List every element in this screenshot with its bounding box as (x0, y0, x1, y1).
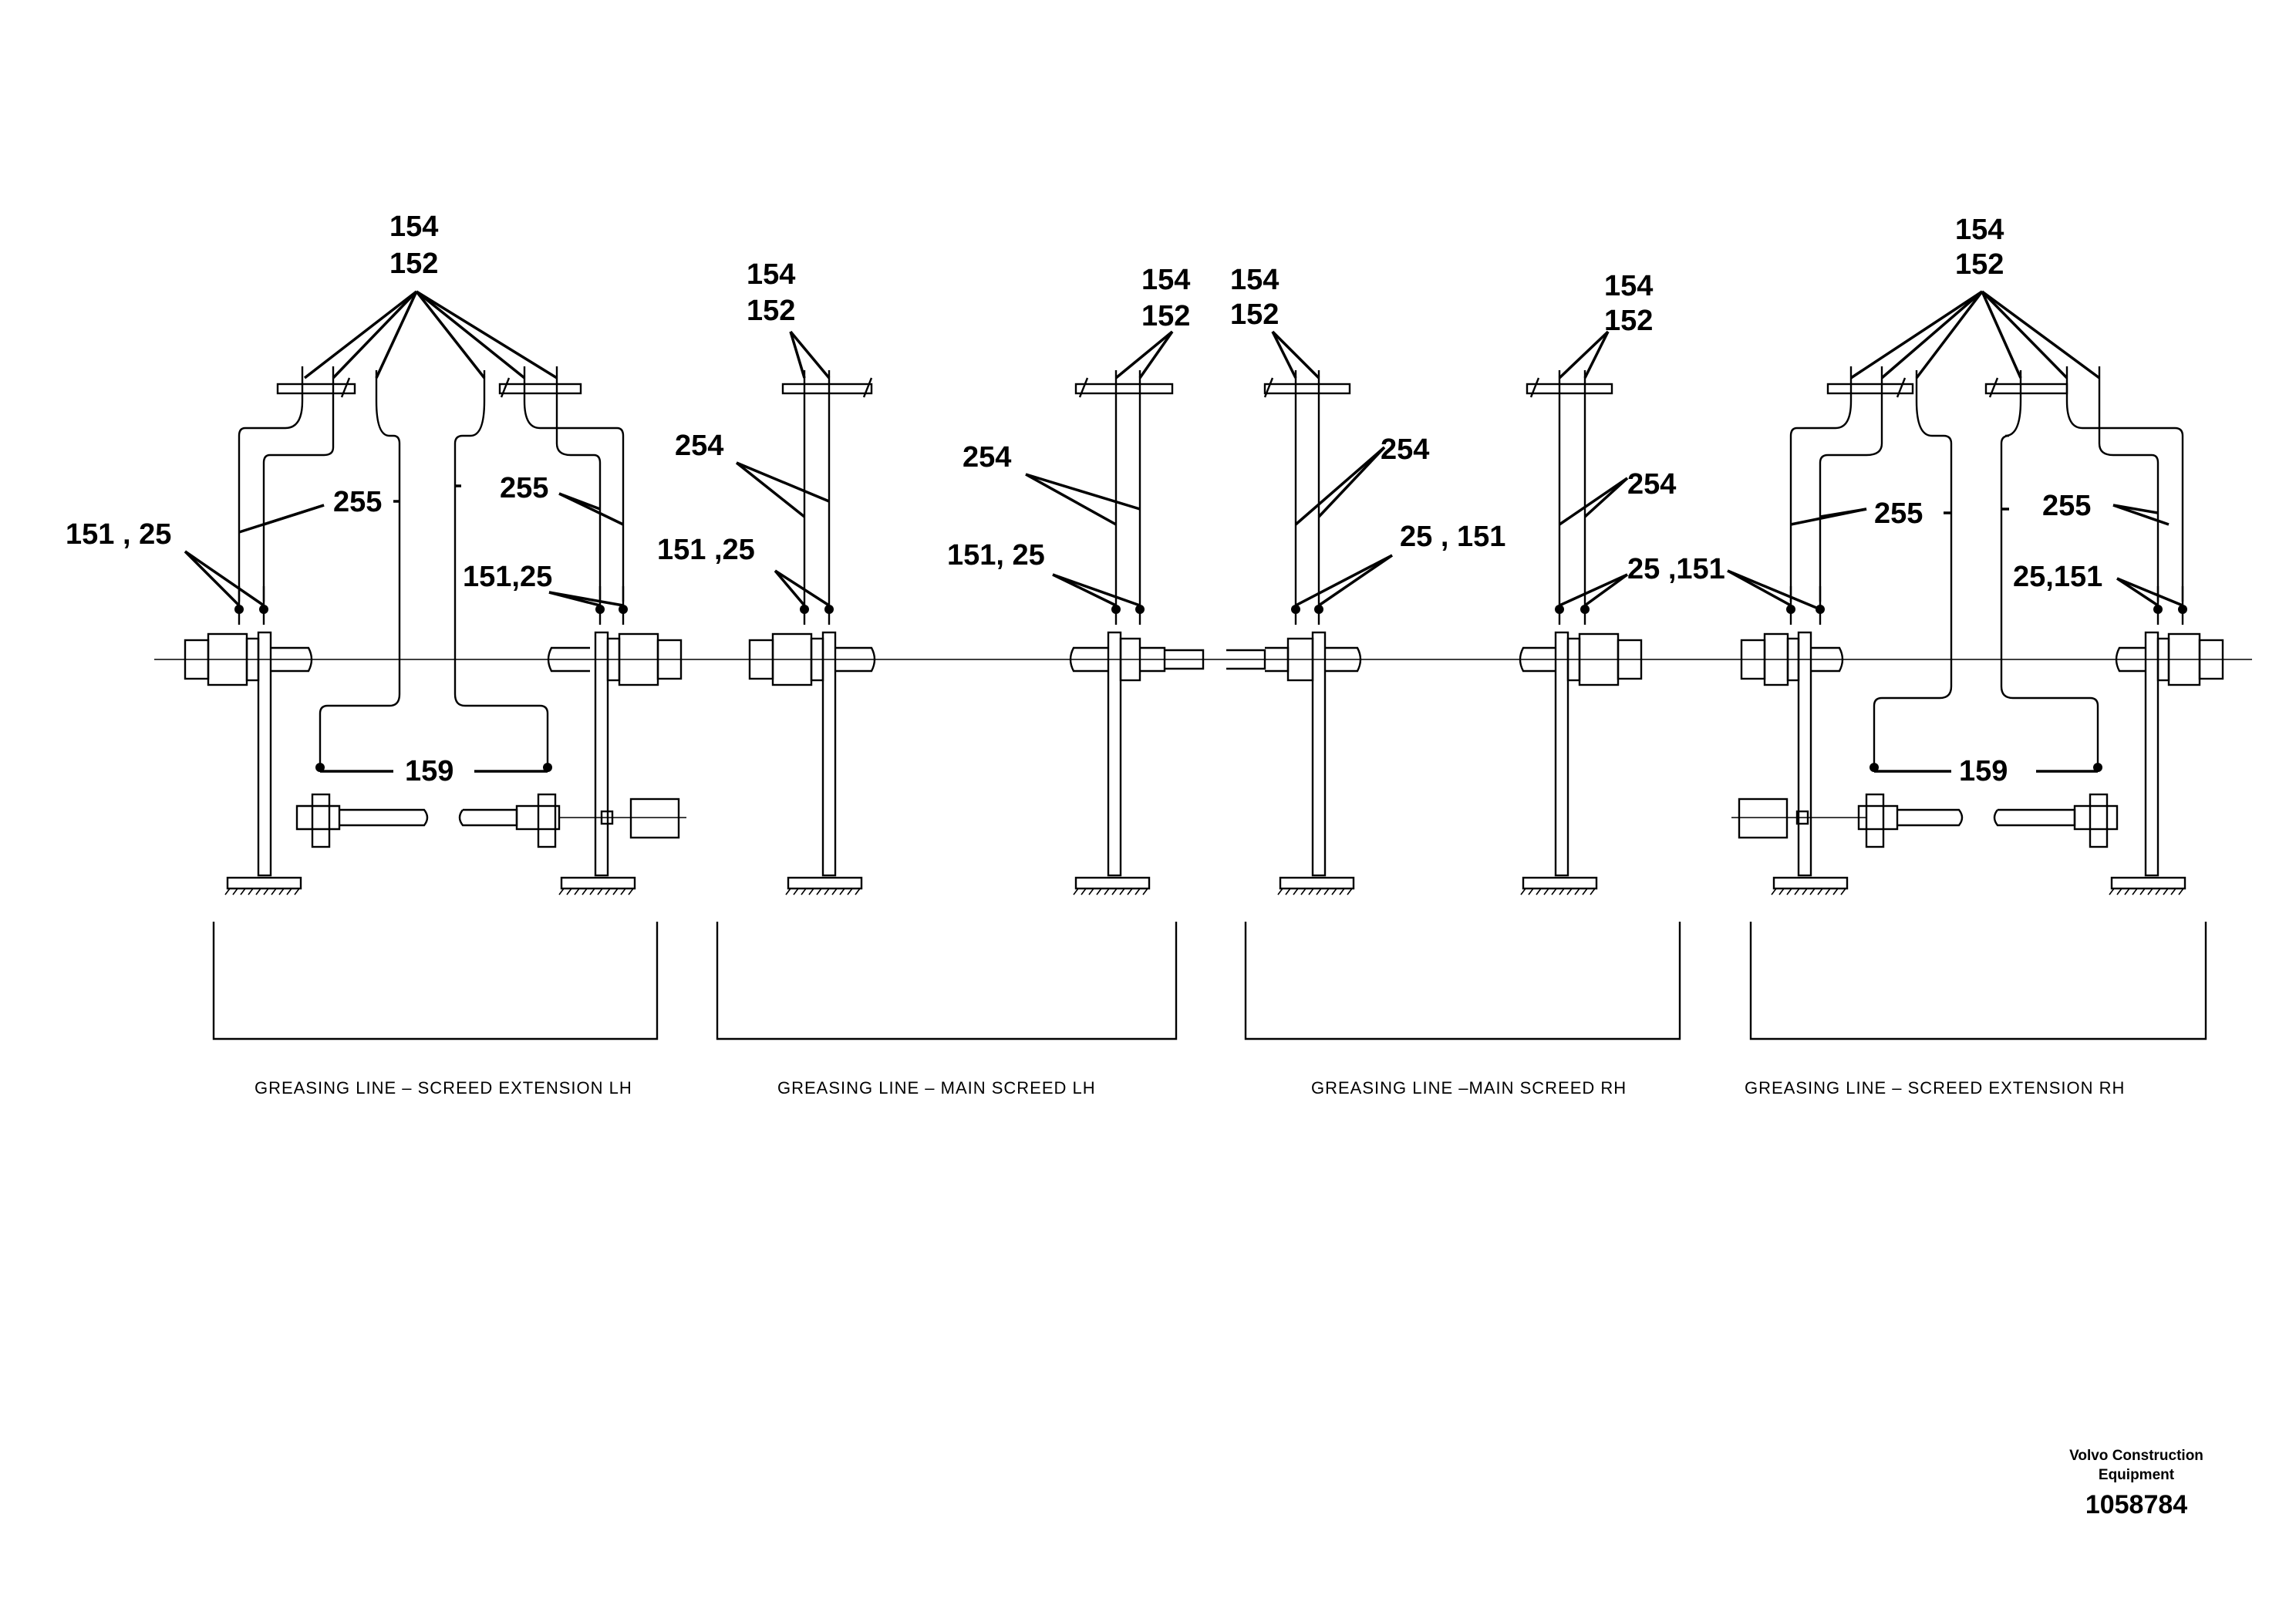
callout-152: 152 (1230, 298, 1279, 331)
callout-255: 255 (1874, 497, 1923, 530)
callout-154: 154 (389, 211, 438, 243)
footer: Volvo Construction Equipment 1058784 (2069, 1448, 2203, 1519)
section-screed-extension-lh (184, 366, 686, 895)
callout-154: 154 (1604, 270, 1653, 302)
caption-main-screed-rh: GREASING LINE –MAIN SCREED RH (1311, 1078, 1627, 1098)
callout-151-25: 151, 25 (947, 539, 1045, 572)
callout-159: 159 (1959, 755, 2008, 787)
leader-lines (184, 290, 2183, 773)
section-main-screed-lh (748, 370, 1205, 895)
caption-brackets (212, 922, 2207, 1040)
document-number: 1058784 (2085, 1490, 2187, 1519)
section-captions: GREASING LINE – SCREED EXTENSION LH GREA… (255, 1078, 2125, 1098)
section-main-screed-rh (1226, 370, 1643, 895)
callout-154: 154 (1230, 264, 1279, 296)
callout-25-151: 25,151 (2013, 561, 2102, 593)
callout-152: 152 (389, 248, 438, 280)
callout-254: 254 (1627, 468, 1676, 501)
callout-255: 255 (333, 486, 382, 518)
callout-labels: 154 152 255 255 151 , 25 151,25 159 154 … (66, 211, 2102, 787)
callout-154: 154 (747, 258, 795, 291)
callout-255: 255 (2042, 490, 2091, 522)
callout-254: 254 (963, 441, 1011, 474)
callout-152: 152 (747, 295, 795, 327)
callout-152: 152 (1955, 248, 2004, 281)
callout-154: 154 (1955, 214, 2004, 246)
caption-main-screed-lh: GREASING LINE – MAIN SCREED LH (777, 1078, 1096, 1098)
callout-152: 152 (1141, 300, 1190, 332)
callout-25-151: 25 ,151 (1627, 553, 1725, 585)
callout-151-25: 151 ,25 (657, 534, 755, 566)
company-name-line1: Volvo Construction (2069, 1448, 2203, 1464)
caption-screed-extension-lh: GREASING LINE – SCREED EXTENSION LH (255, 1078, 632, 1098)
callout-151-25: 151 , 25 (66, 518, 171, 551)
callout-151-25: 151,25 (463, 561, 552, 593)
callout-254: 254 (675, 430, 723, 462)
caption-screed-extension-rh: GREASING LINE – SCREED EXTENSION RH (1745, 1078, 2125, 1098)
callout-154: 154 (1141, 264, 1190, 296)
callout-255: 255 (500, 472, 548, 504)
callout-152: 152 (1604, 305, 1653, 337)
company-name-line2: Equipment (2099, 1467, 2175, 1483)
section-screed-extension-rh (1731, 366, 2224, 895)
callout-159: 159 (405, 755, 453, 787)
callout-25-151: 25 , 151 (1400, 521, 1505, 553)
callout-254: 254 (1381, 433, 1429, 466)
